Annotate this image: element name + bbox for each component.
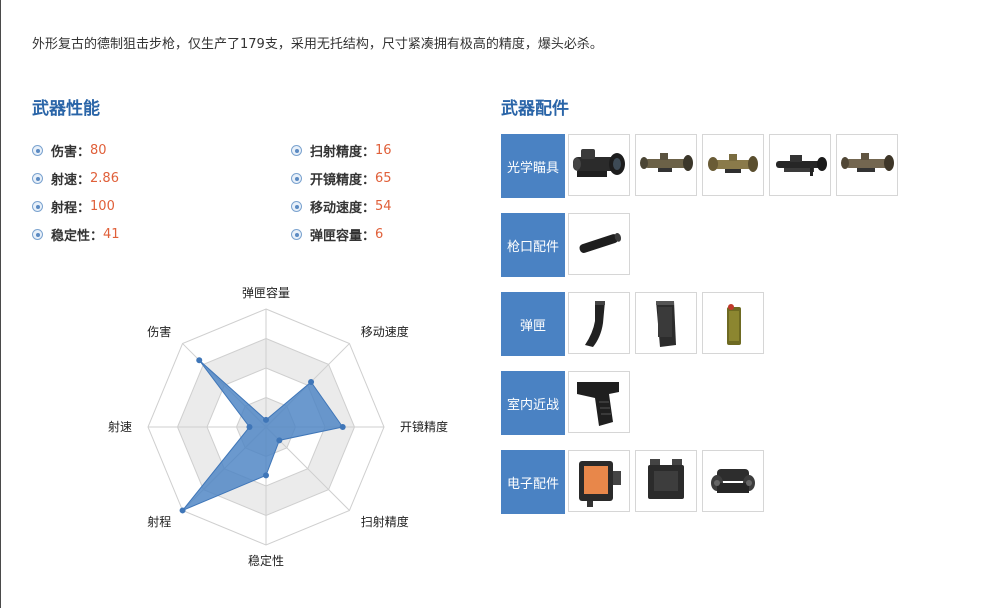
scope-icon-4[interactable] (769, 134, 831, 196)
performance-title: 武器性能 (32, 99, 100, 119)
scope-icon-3[interactable] (702, 134, 764, 196)
monitor-device-icon[interactable] (568, 450, 630, 512)
stat-magazine-capacity: 弹匣容量：6 (291, 225, 383, 244)
grenade-magazine-icon[interactable] (702, 292, 764, 354)
radar-point-7 (196, 357, 203, 364)
radar-axis-label-0: 弹匣容量 (242, 285, 290, 300)
scope-icon-2[interactable] (635, 134, 697, 196)
battery-pack-icon[interactable] (635, 450, 697, 512)
category-magazine[interactable]: 弹匣 (501, 292, 565, 356)
left-border (0, 0, 1, 608)
radar-axis-label-7: 伤害 (147, 324, 171, 339)
radar-axis-label-3: 扫射精度 (361, 514, 409, 529)
stat-fire-rate: 射速：2.86 (32, 169, 119, 188)
stat-damage: 伤害：80 (32, 141, 107, 160)
stat-range: 射程：100 (32, 197, 115, 216)
radar-axis-label-5: 射程 (147, 514, 171, 529)
grip-icon[interactable] (568, 371, 630, 433)
category-optics[interactable]: 光学瞄具 (501, 134, 565, 198)
radar-axis-label-1: 移动速度 (361, 324, 409, 339)
weapon-description: 外形复古的德制狙击步枪，仅生产了179支，采用无托结构，尺寸紧凑拥有极高的精度，… (32, 37, 603, 52)
bullet-icon (32, 201, 43, 212)
stat-move-speed: 移动速度：54 (291, 197, 392, 216)
silencer-icon[interactable] (568, 213, 630, 275)
radar-axis-label-4: 稳定性 (248, 553, 284, 568)
stat-stability: 稳定性：41 (32, 225, 120, 244)
radar-point-1 (308, 378, 315, 385)
radar-point-6 (246, 424, 253, 430)
stat-spray-accuracy: 扫射精度：16 (291, 141, 392, 160)
category-electronics[interactable]: 电子配件 (501, 450, 565, 514)
curved-magazine-icon[interactable] (568, 292, 630, 354)
category-muzzle[interactable]: 枪口配件 (501, 213, 565, 277)
radar-point-5 (179, 507, 186, 514)
bullet-icon (32, 173, 43, 184)
bullet-icon (32, 145, 43, 156)
radar-point-0 (263, 416, 269, 423)
radar-point-2 (339, 424, 346, 430)
radar-axis-label-2: 开镜精度 (400, 419, 448, 434)
scope-icon-5[interactable] (836, 134, 898, 196)
night-vision-icon[interactable] (702, 450, 764, 512)
scope-icon-1[interactable] (568, 134, 630, 196)
bullet-icon (291, 229, 302, 240)
radar-point-3 (276, 437, 283, 444)
bullet-icon (291, 201, 302, 212)
stat-scope-accuracy: 开镜精度：65 (291, 169, 392, 188)
radar-point-4 (263, 472, 269, 479)
accessories-title: 武器配件 (501, 99, 569, 119)
category-close-combat[interactable]: 室内近战 (501, 371, 565, 435)
bullet-icon (291, 145, 302, 156)
box-magazine-icon[interactable] (635, 292, 697, 354)
bullet-icon (32, 229, 43, 240)
radar-points (179, 357, 346, 514)
bullet-icon (291, 173, 302, 184)
radar-axis-label-6: 射速 (108, 419, 132, 434)
